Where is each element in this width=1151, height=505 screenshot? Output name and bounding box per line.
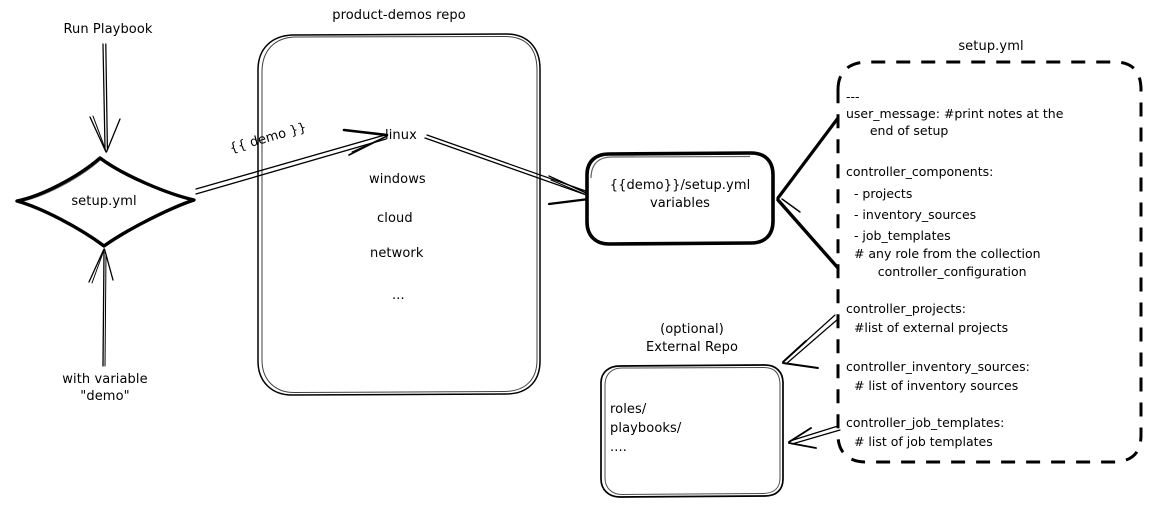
edge-run-playbook-to-diamond (89, 43, 121, 153)
setup-yml-line-0: --- (846, 89, 860, 104)
setup-yml-line-14: controller_inventory_sources: (846, 359, 1030, 374)
edge-with-variable-to-diamond (88, 248, 114, 367)
setup-yml-line-15: # list of inventory sources (846, 378, 1019, 393)
external-repo-item-playbooks: playbooks/ (610, 421, 682, 436)
setup-yml-line-18: # list of job templates (846, 434, 993, 449)
edge-label-demo-variable: {{ demo }} (228, 120, 309, 157)
label-run-playbook: Run Playbook (63, 22, 153, 37)
node-title-external-repo-line2: External Repo (645, 340, 739, 355)
node-label-variables-line2: variables (649, 196, 711, 211)
external-repo-item-ellipsis: .... (610, 440, 627, 455)
repo-item-linux[interactable]: linux (385, 128, 417, 143)
node-title-product-demos-repo: product-demos repo (332, 8, 466, 23)
setup-yml-line-9: controller_configuration (846, 264, 1027, 279)
setup-yml-line-6: - inventory_sources (846, 207, 977, 222)
external-repo-item-roles: roles/ (610, 402, 647, 417)
setup-yml-line-2: end of setup (846, 123, 949, 138)
setup-yml-line-1: user_message: #print notes at the (846, 106, 1064, 121)
edge-controller-job-templates-to-external-repo (788, 425, 841, 449)
node-title-external-repo-line1: (optional) (660, 322, 724, 337)
setup-yml-line-12: #list of external projects (846, 320, 1009, 335)
node-label-variables-line1: {{demo}}/setup.yml (609, 178, 751, 193)
setup-yml-line-4: controller_components: (846, 164, 994, 179)
node-label-setup-yml-diamond: setup.yml (71, 194, 137, 209)
repo-item-ellipsis: ... (392, 288, 405, 303)
label-with-variable: with variable "demo" (62, 372, 148, 404)
setup-yml-line-11: controller_projects: (846, 301, 966, 316)
edge-linux-to-variables (424, 134, 599, 206)
setup-yml-line-17: controller_job_templates: (846, 415, 1005, 430)
setup-yml-line-8: # any role from the collection (846, 246, 1041, 261)
repo-item-cloud[interactable]: cloud (377, 211, 413, 226)
node-title-setup-yml-file: setup.yml (958, 39, 1024, 54)
repo-item-windows[interactable]: windows (369, 172, 426, 187)
setup-yml-line-5: - projects (846, 186, 913, 201)
edge-setupyml-to-variables (776, 116, 840, 270)
repo-item-network[interactable]: network (370, 246, 424, 261)
edge-controller-projects-to-external-repo (782, 314, 839, 369)
setup-yml-line-7: - job_templates (846, 228, 951, 243)
